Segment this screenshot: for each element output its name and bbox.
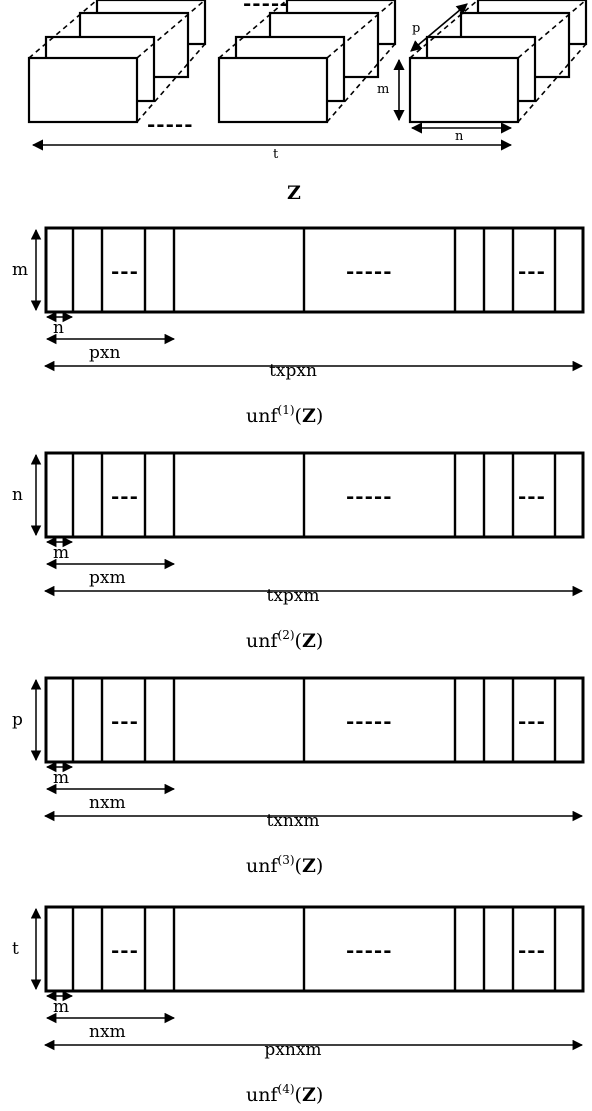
tensor-dots-top: ----- bbox=[243, 0, 290, 15]
middle-dots: ----- bbox=[346, 259, 393, 283]
caption-close-paren: ) bbox=[316, 1084, 323, 1106]
block-label: pxn bbox=[89, 343, 120, 363]
caption-mode-superscript: (4) bbox=[278, 1082, 295, 1096]
unfolding-caption: unf(4)(Z) bbox=[246, 1082, 323, 1106]
slice-label: m bbox=[53, 768, 69, 788]
caption-open-paren: ( bbox=[295, 630, 302, 652]
block-dots-right: --- bbox=[518, 259, 546, 283]
unfolding-caption: unf(2)(Z) bbox=[246, 628, 323, 652]
tensor-dots-bottom: ----- bbox=[147, 112, 194, 136]
caption-argument: Z bbox=[302, 855, 316, 877]
slice-label: m bbox=[53, 997, 69, 1017]
tensor-z-figure bbox=[27, 0, 588, 124]
caption-mode-superscript: (3) bbox=[278, 853, 295, 867]
unfolding-caption: unf(3)(Z) bbox=[246, 853, 323, 877]
label-p: p bbox=[412, 21, 420, 36]
matrix-outline bbox=[44, 676, 585, 764]
block-dots-right: --- bbox=[518, 484, 546, 508]
tensor-slice-group-2 bbox=[217, 0, 397, 124]
total-label: pxnxm bbox=[264, 1040, 321, 1060]
matrix-outline bbox=[44, 451, 585, 539]
block-dots-right: --- bbox=[518, 709, 546, 733]
caption-mode-superscript: (2) bbox=[278, 628, 295, 642]
caption-argument: Z bbox=[302, 630, 316, 652]
caption-close-paren: ) bbox=[316, 855, 323, 877]
caption-mode-superscript: (1) bbox=[278, 403, 295, 417]
tensor-caption: Z bbox=[287, 182, 301, 204]
block-dots-left: --- bbox=[111, 259, 139, 283]
middle-dots: ----- bbox=[346, 709, 393, 733]
row-label: n bbox=[12, 485, 23, 505]
block-label: nxm bbox=[89, 1022, 126, 1042]
total-label: txpxn bbox=[269, 361, 317, 381]
matrix-outline bbox=[44, 905, 585, 993]
block-dots-right: --- bbox=[518, 938, 546, 962]
caption-close-paren: ) bbox=[316, 630, 323, 652]
caption-close-paren: ) bbox=[316, 405, 323, 427]
caption-open-paren: ( bbox=[295, 405, 302, 427]
caption-prefix: unf bbox=[246, 855, 279, 877]
slice-label: m bbox=[53, 543, 69, 563]
label-n-tensor: n bbox=[455, 129, 464, 144]
block-label: pxm bbox=[89, 568, 126, 588]
slice-label: n bbox=[53, 318, 64, 338]
row-label: t bbox=[12, 939, 19, 959]
caption-argument: Z bbox=[302, 405, 316, 427]
caption-open-paren: ( bbox=[295, 855, 302, 877]
tensor-slice-group-1 bbox=[27, 0, 207, 124]
caption-open-paren: ( bbox=[295, 1084, 302, 1106]
row-label: p bbox=[12, 710, 23, 730]
total-label: txpxm bbox=[266, 586, 319, 606]
block-dots-left: --- bbox=[111, 709, 139, 733]
middle-dots: ----- bbox=[346, 484, 393, 508]
total-label: txnxm bbox=[266, 811, 319, 831]
block-label: nxm bbox=[89, 793, 126, 813]
caption-prefix: unf bbox=[246, 630, 279, 652]
label-t: t bbox=[273, 147, 279, 162]
tensor-dimension-arrows bbox=[31, 3, 513, 151]
matrix-outline bbox=[44, 226, 585, 314]
unfoldings: -----------mnpxntxpxnunf(1)(Z)----------… bbox=[12, 226, 585, 1106]
arrow-p bbox=[410, 3, 468, 52]
label-m-tensor: m bbox=[377, 82, 389, 97]
block-dots-left: --- bbox=[111, 484, 139, 508]
unfolding-caption: unf(1)(Z) bbox=[246, 403, 323, 427]
caption-argument: Z bbox=[302, 1084, 316, 1106]
block-dots-left: --- bbox=[111, 938, 139, 962]
middle-dots: ----- bbox=[346, 938, 393, 962]
caption-prefix: unf bbox=[246, 405, 279, 427]
tensor-slice-group-3 bbox=[408, 0, 588, 124]
row-label: m bbox=[12, 260, 28, 280]
caption-prefix: unf bbox=[246, 1084, 279, 1106]
